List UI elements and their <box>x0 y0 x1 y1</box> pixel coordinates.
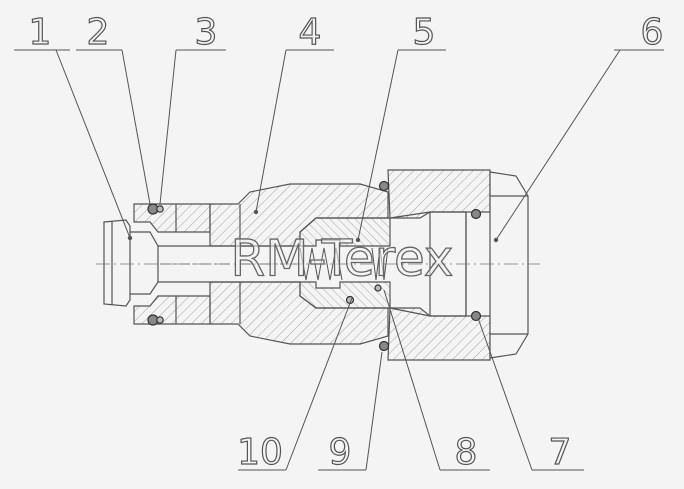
callout-2: 2 <box>87 12 110 53</box>
callout-10: 10 <box>237 432 283 473</box>
callout-4: 4 <box>299 12 322 53</box>
watermark-text: RM-Terex <box>230 230 453 288</box>
leader-dots <box>127 209 499 243</box>
callout-5: 5 <box>413 12 436 53</box>
callout-3: 3 <box>195 12 218 53</box>
leader-lines <box>14 49 664 471</box>
o-rings-right <box>345 180 482 352</box>
callout-9: 9 <box>329 432 352 473</box>
o-rings-left <box>147 203 164 326</box>
part-valve-body <box>209 183 389 345</box>
callout-labels: 1 2 3 4 5 6 10 9 8 7 <box>28 11 664 473</box>
part-cap-nut <box>387 169 529 361</box>
part-sleeve <box>299 217 391 309</box>
callout-7: 7 <box>549 432 572 473</box>
callout-1: 1 <box>29 12 52 53</box>
callout-6: 6 <box>641 12 664 53</box>
callout-8: 8 <box>455 432 478 473</box>
